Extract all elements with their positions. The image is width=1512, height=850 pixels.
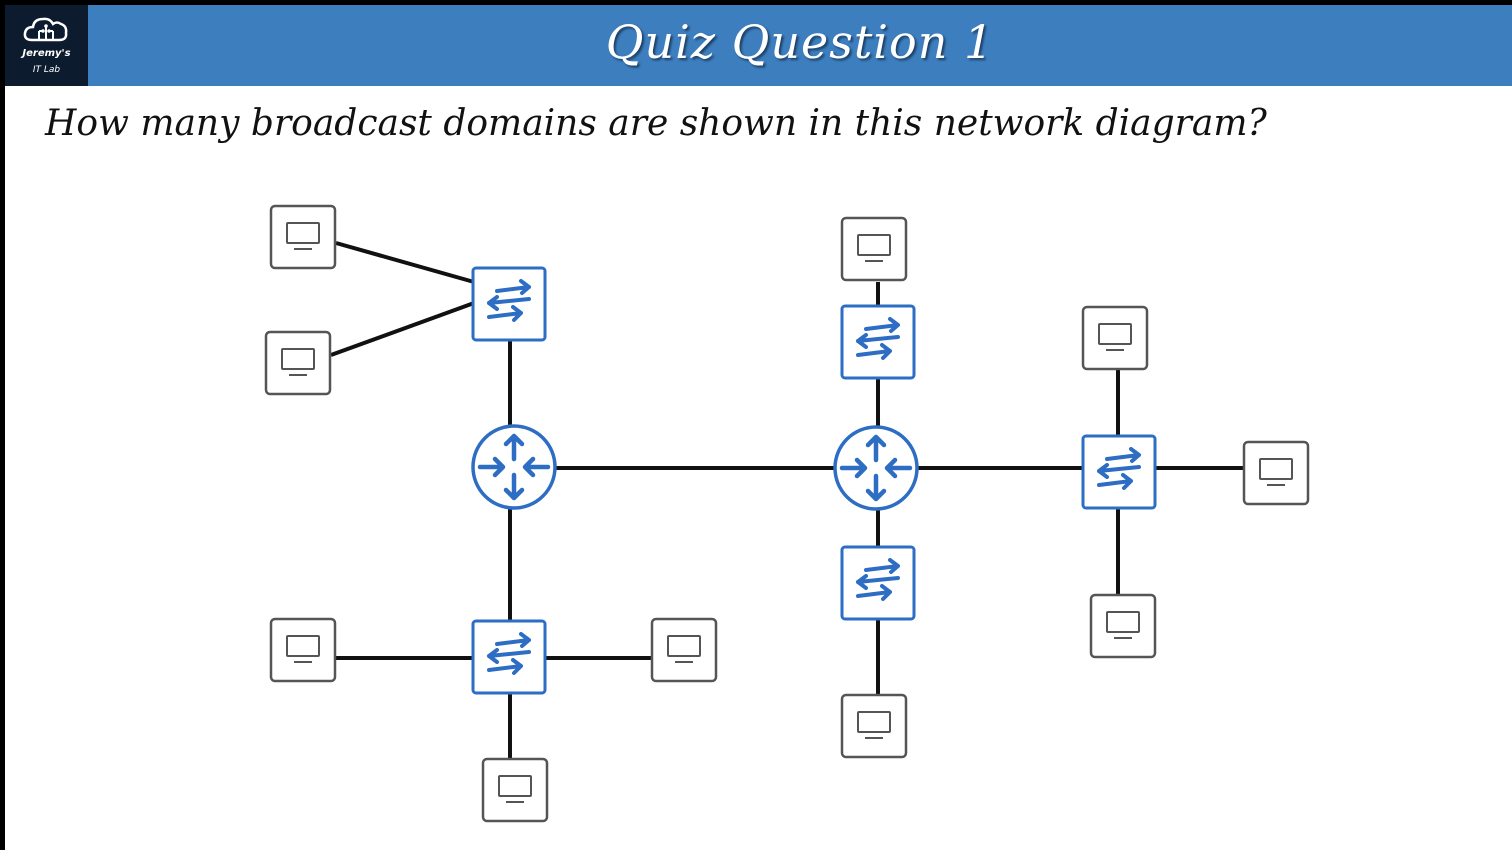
question-text: How many broadcast domains are shown in … [45,103,1267,144]
pc-icon [650,617,718,683]
links [330,241,1244,758]
switch-icon [1081,434,1157,510]
pc-icon [840,216,908,282]
logo-line-1: Jeremy's [22,48,71,59]
router-icon [473,426,555,508]
router-icon [835,427,917,509]
pc-icon [269,204,337,270]
switch-icon [840,545,916,621]
switch-icon [840,304,916,380]
header-bar: Jeremy's IT Lab Quiz Question 1 [5,5,1512,86]
network-diagram [264,204,1310,823]
pc-icon [1089,593,1157,659]
switch-icon [471,619,547,695]
logo: Jeremy's IT Lab [5,5,88,86]
pc-icon [1081,305,1149,371]
slide-title: Quiz Question 1 [605,15,995,69]
slide: Jeremy's IT Lab Quiz Question 1 How many… [5,5,1512,850]
pc-icon [840,693,908,759]
link-pc1-sw1 [335,241,475,284]
pc-icon [269,617,337,683]
logo-line-2: IT Lab [32,65,61,75]
pc-icon [481,757,549,823]
pc-icon [264,330,332,396]
link-pc2-sw1 [330,301,475,357]
switch-icon [471,266,547,342]
pc-icon [1242,440,1310,506]
cloud-circuit-icon [23,17,68,42]
